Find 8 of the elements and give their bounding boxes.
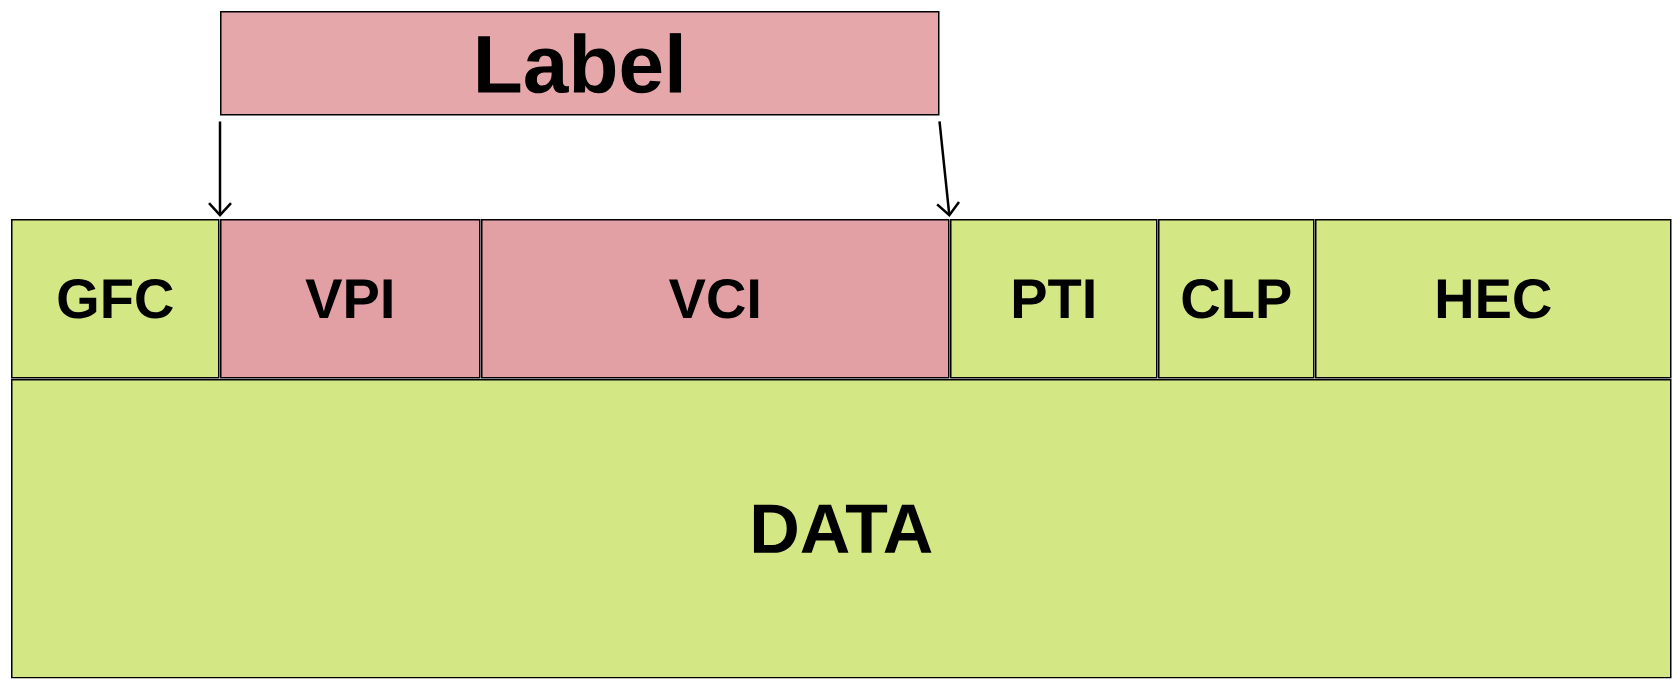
field-cell: CLP <box>1158 219 1315 379</box>
field-cell: PTI <box>950 219 1158 379</box>
label-box: Label <box>220 11 940 116</box>
field-cell: VCI <box>481 219 950 379</box>
field-cell: VPI <box>220 219 481 379</box>
field-cell: GFC <box>11 219 220 379</box>
arrow <box>936 121 960 217</box>
arrow <box>208 121 232 217</box>
